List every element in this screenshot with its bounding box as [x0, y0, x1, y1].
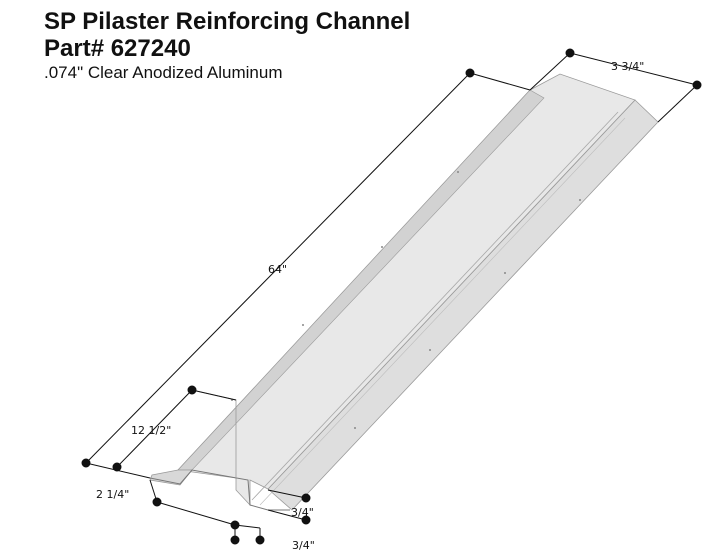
ridge-line	[251, 111, 619, 501]
left-flange	[149, 469, 193, 486]
flange-width-label: 3/4"	[292, 539, 315, 552]
material-description: .074" Clear Anodized Aluminum	[44, 63, 283, 82]
dimension-lines	[81, 48, 702, 545]
channel-top-face	[177, 73, 636, 507]
ridge-line-2	[259, 117, 626, 506]
cutout-label: 12 1/2"	[131, 424, 171, 437]
width-label: 3 3/4"	[611, 60, 644, 73]
part-number: Part# 627240	[44, 35, 191, 62]
product-title: SP Pilaster Reinforcing Channel	[44, 8, 411, 35]
channel-part	[149, 73, 659, 511]
flange-depth-label: 3/4"	[291, 506, 314, 519]
channel-width-label: 2 1/4"	[96, 488, 129, 501]
length-label: 64"	[268, 263, 287, 276]
right-flange	[267, 99, 659, 511]
title-block: SP Pilaster Reinforcing Channel Part# 62…	[44, 8, 410, 84]
